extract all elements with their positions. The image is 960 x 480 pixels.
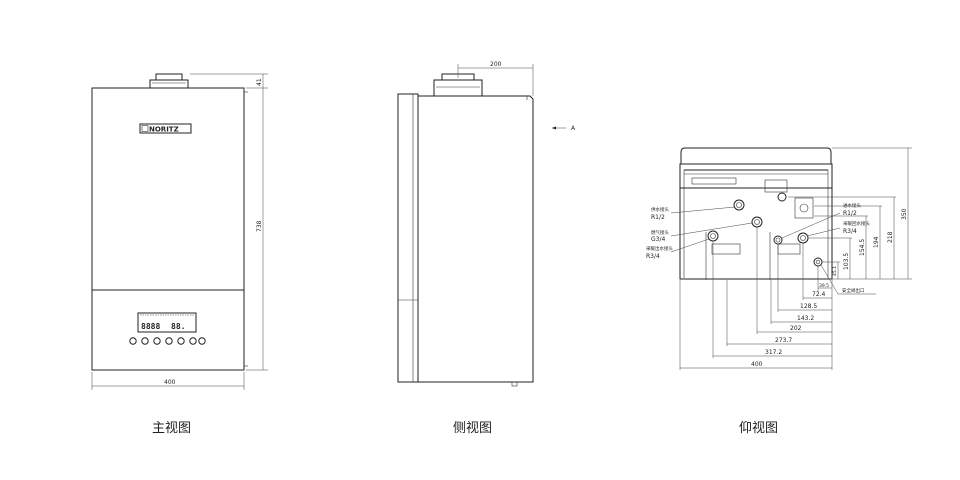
button-icon: [129, 337, 137, 345]
brand-name: NORITZ: [149, 126, 179, 134]
flue-side: [433, 79, 483, 97]
dim-side-depth: 200: [490, 61, 502, 68]
fitting-cold-water-in: [773, 235, 783, 245]
fitting-hot-water-out: [707, 230, 719, 242]
dim-h-0: 39.5: [819, 283, 829, 289]
dim-v-5: 350: [901, 208, 908, 220]
dim-v-3: 194: [873, 236, 880, 248]
display-digits-2: 88.: [171, 322, 185, 331]
dim-v-2: 154.5: [859, 239, 866, 256]
flue-collar: [149, 79, 189, 89]
fitting-heating-return: [797, 232, 809, 244]
dim-h-2: 128.5: [800, 303, 817, 310]
boiler-body-side: [417, 95, 534, 383]
dim-h-3: 143.2: [797, 315, 814, 322]
section-label: A: [571, 125, 576, 132]
control-buttons: [129, 337, 206, 345]
dim-h-5: 273.7: [775, 337, 792, 344]
label-cold-water-in-size: R1/2: [843, 210, 857, 217]
bottom-gas-valve: [764, 179, 788, 193]
button-icon: [141, 337, 149, 345]
dim-h-7: 400: [751, 361, 763, 368]
button-icon: [198, 337, 206, 345]
wall-bracket: [397, 93, 419, 383]
dim-front-top: 41: [256, 78, 263, 86]
caption-front-view: 主视图: [152, 421, 191, 436]
label-heating-supply: 供水接头: [651, 206, 669, 213]
logo-mark-icon: [141, 125, 149, 132]
dim-front-height: 738: [256, 220, 263, 232]
dim-v-0: 45.1: [832, 266, 838, 276]
dim-h-1: 72.4: [812, 291, 826, 298]
button-icon: [177, 337, 185, 345]
dim-front-width: 400: [164, 379, 176, 386]
label-hot-water-out-size: R3/4: [646, 253, 660, 260]
label-heating-supply-size: R1/2: [651, 214, 665, 221]
caption-side-view: 侧视图: [453, 421, 492, 436]
display-digits: 8888: [141, 322, 160, 331]
dim-h-4: 202: [790, 325, 802, 332]
control-display: [137, 312, 197, 333]
label-heating-return-size: R3/4: [843, 228, 857, 235]
label-heating-return: 采暖回水接头: [843, 220, 870, 227]
bottom-view: 供水接头 R1/2 燃气接头 G3/4 采暖出水接头 R3/4 进水接头 R1/…: [646, 147, 912, 436]
button-icon: [165, 337, 173, 345]
label-hot-water-out: 采暖出水接头: [646, 245, 673, 252]
label-gas-inlet: 燃气接头: [651, 229, 669, 236]
side-view: 200 A 侧视图: [397, 61, 576, 436]
bottom-bracket: [691, 177, 737, 185]
dim-v-4: 218: [887, 231, 894, 243]
flue-pipe: [155, 73, 183, 81]
dim-v-1: 103.5: [843, 253, 850, 270]
brand-logo: [139, 123, 192, 134]
caption-bottom-view: 仰视图: [739, 421, 778, 436]
dim-h-6: 317.2: [765, 349, 782, 356]
bottom-connector-block: [794, 197, 814, 219]
button-icon: [189, 337, 197, 345]
bottom-top-panel: [680, 147, 832, 164]
bottom-housing: [679, 163, 833, 280]
boiler-body-front: [91, 87, 245, 371]
button-icon: [153, 337, 161, 345]
label-cold-water-in: 进水接头: [843, 202, 861, 209]
fitting-safety-valve: [813, 257, 823, 267]
label-safety-valve: 安全阀出口: [842, 287, 865, 294]
fitting-gas-inlet: [751, 216, 763, 228]
front-view: NORITZ 8888 88. 400 738 41 主视图: [91, 73, 268, 436]
label-gas-inlet-size: G3/4: [651, 236, 665, 243]
fitting-heating-supply: [733, 199, 745, 211]
